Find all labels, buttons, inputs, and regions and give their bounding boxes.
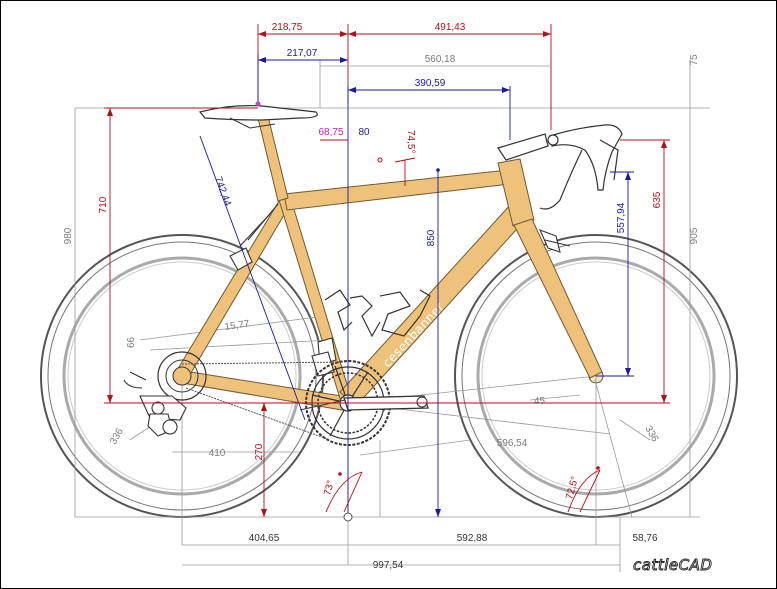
front-brake: [538, 229, 571, 253]
rear-brake: [229, 203, 279, 271]
dim-left-980: 980: [63, 227, 74, 244]
dim-top-217: 217,07: [287, 48, 318, 59]
dim-bb-drop-270: 270: [254, 443, 265, 460]
chain: [181, 361, 347, 441]
red-arrowheads: [107, 31, 667, 517]
dim-right-75: 75: [689, 54, 700, 66]
dim-front-center-596: 596,54: [497, 438, 528, 449]
dim-right-557: 557,94: [616, 202, 627, 233]
dim-bottom-592: 592,88: [457, 533, 488, 544]
dim-seat-80: 80: [358, 127, 370, 138]
dim-top-218: 218,75: [272, 22, 303, 33]
blue-dimension-lines: [199, 54, 634, 517]
dim-stay-15: 15,77: [224, 319, 251, 333]
dim-wheelbase-997: 997,54: [373, 560, 404, 571]
dim-bottom-404: 404,65: [249, 533, 280, 544]
handlebar: [497, 124, 623, 210]
reference-points: [255, 101, 600, 522]
bottle-cage: [324, 289, 431, 338]
dim-bottom-58: 58,76: [632, 533, 657, 544]
dim-seat-74: 74,5°: [405, 130, 416, 153]
dim-center-850: 850: [426, 229, 437, 246]
dim-bb-45: 45: [534, 396, 546, 407]
front-derailleur: [311, 337, 337, 377]
dim-seat-68: 68,75: [318, 127, 343, 138]
dim-gear-66: 66: [126, 336, 137, 348]
gray-dimension-lines: [74, 60, 691, 572]
blue-arrowheads: [258, 57, 631, 517]
saddle: [198, 105, 318, 129]
dim-left-710: 710: [98, 196, 109, 213]
rear-derailleur: [123, 371, 187, 437]
dim-right-635: 635: [652, 191, 663, 208]
dim-top-560: 560,18: [425, 54, 456, 65]
dim-right-905: 905: [689, 227, 700, 244]
dim-top-491: 491,43: [435, 22, 466, 33]
dim-seat-angle-73: 73°: [322, 479, 337, 496]
dim-chainstay-410: 410: [209, 448, 226, 459]
cassette: [157, 351, 207, 401]
app-logo: cattleCAD: [633, 556, 712, 574]
dim-top-390: 390,59: [415, 78, 446, 89]
